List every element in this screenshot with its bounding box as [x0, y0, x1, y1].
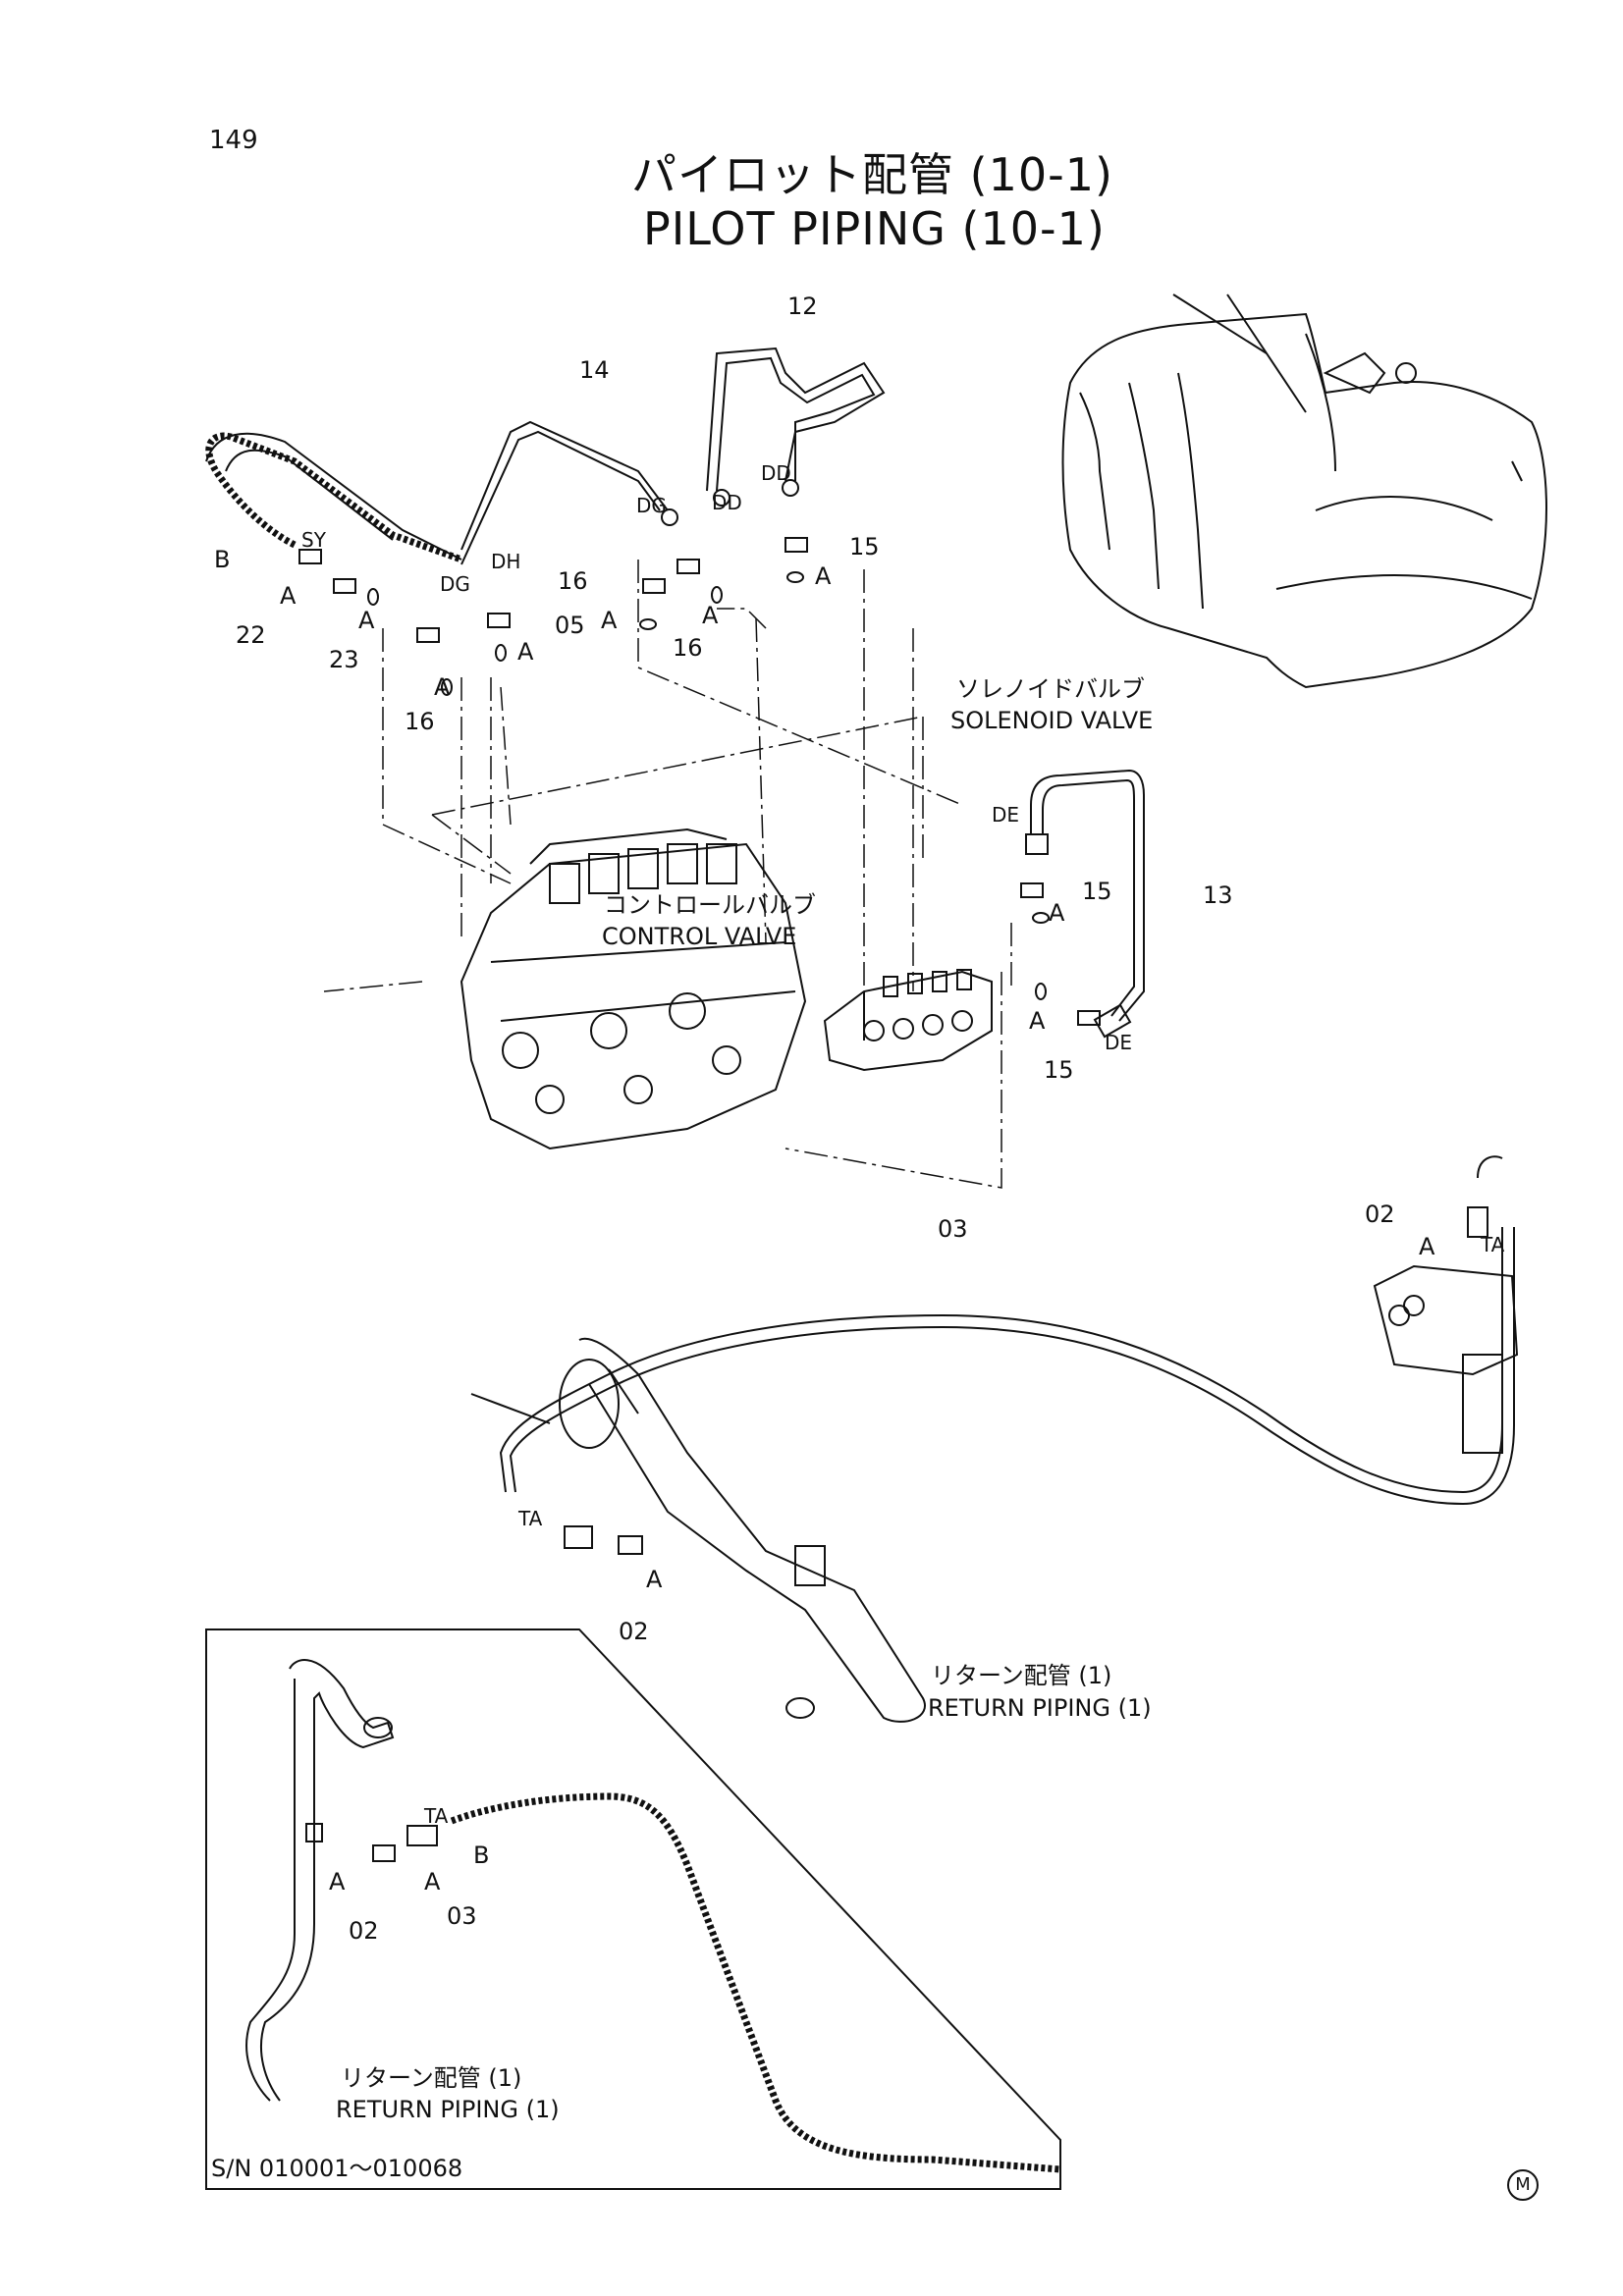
callout-a-15-bottom: A: [1029, 1007, 1046, 1035]
callout-dg-top: DG: [636, 494, 667, 517]
part-number-02-lower: 02: [619, 1618, 649, 1645]
serial-number-range: S/N 010001～010068: [211, 2155, 463, 2182]
fittings: [298, 537, 1101, 1026]
callout-de-bottom: DE: [1105, 1031, 1133, 1054]
hose-22: [205, 432, 463, 563]
callout-a-02-lower: A: [646, 1566, 663, 1593]
callout-a-23: A: [358, 607, 375, 634]
return-piping-label-jp: リターン配管 (1): [931, 1662, 1112, 1689]
part-number-16-left: 16: [558, 567, 588, 595]
callout-dd-left: DD: [761, 461, 791, 485]
inset-hose: [372, 1792, 1061, 2173]
solenoid-valve-label-jp: ソレノイドバルブ: [956, 675, 1145, 703]
callout-a-05: A: [517, 638, 534, 666]
part-number-16-lower: 16: [405, 708, 435, 735]
part-number-16-right: 16: [673, 634, 703, 662]
pipe-13: [1025, 769, 1145, 1039]
part-number-03: 03: [938, 1215, 968, 1243]
pipe-03: [499, 1227, 1515, 1555]
callout-b-top: B: [214, 546, 231, 573]
callout-a-02-right: A: [1419, 1233, 1435, 1260]
part-number-05: 05: [555, 612, 585, 639]
return-piping-frame: [470, 1337, 926, 1723]
callout-dd-right: DD: [712, 491, 742, 514]
inset-return-label-jp: リターン配管 (1): [341, 2064, 522, 2092]
part-number-12: 12: [787, 293, 818, 320]
control-valve-illustration: [460, 828, 807, 1150]
callout-dh: DH: [491, 550, 521, 573]
inset-frame: [205, 1629, 1061, 2190]
inset-part-number-02: 02: [349, 1917, 379, 1945]
inset-callout-ta: TA: [424, 1804, 449, 1828]
control-valve-label-en: CONTROL VALVE: [602, 923, 797, 950]
part-number-15-bottom: 15: [1044, 1056, 1074, 1084]
pipe-14: [205, 420, 678, 565]
part-number-15-top: 15: [849, 533, 880, 561]
return-piping-label-en: RETURN PIPING (1): [928, 1694, 1152, 1722]
callout-a-16-right: A: [702, 602, 719, 629]
filter-assembly: [1373, 1155, 1519, 1454]
model-mark-letter: M: [1515, 2174, 1531, 2195]
title-japanese: パイロット配管 (10-1): [631, 148, 1113, 201]
model-mark: M: [1507, 2169, 1539, 2201]
part-number-22: 22: [236, 621, 266, 649]
solenoid-valve-label-en: SOLENOID VALVE: [950, 707, 1154, 734]
pipe-12: [706, 347, 886, 507]
inset-return-pipe: [245, 1659, 395, 2102]
control-valve-label-jp: コントロールバルブ: [604, 891, 816, 919]
inset-part-number-03: 03: [447, 1902, 477, 1930]
callout-a-16-left: A: [601, 607, 618, 634]
inset-return-label-en: RETURN PIPING (1): [336, 2096, 560, 2123]
part-number-02-right: 02: [1365, 1201, 1395, 1228]
part-number-14: 14: [579, 356, 610, 384]
part-number-15-right: 15: [1082, 878, 1112, 905]
callout-sy: SY: [301, 528, 326, 552]
callout-dg-left: DG: [440, 572, 470, 596]
solenoid-valve-illustration: [823, 969, 993, 1072]
page-number: 149: [209, 126, 258, 155]
excavator-illustration: [1061, 294, 1547, 689]
inset-callout-a-right: A: [424, 1868, 441, 1896]
callout-ta-right: TA: [1481, 1233, 1505, 1256]
leader-lines: [323, 560, 1012, 1189]
part-number-23: 23: [329, 646, 359, 673]
callout-a-15-right: A: [1049, 899, 1065, 927]
inset-callout-b: B: [473, 1842, 490, 1869]
callout-a-22: A: [280, 582, 297, 610]
part-number-13: 13: [1203, 881, 1233, 909]
callout-ta-lower: TA: [518, 1507, 543, 1530]
inset-callout-a-left: A: [329, 1868, 346, 1896]
title-english: PILOT PIPING (10-1): [643, 202, 1106, 255]
callout-a-16-lower: A: [434, 673, 451, 701]
callout-a-15-top: A: [815, 562, 832, 590]
callout-de-top: DE: [992, 803, 1020, 827]
